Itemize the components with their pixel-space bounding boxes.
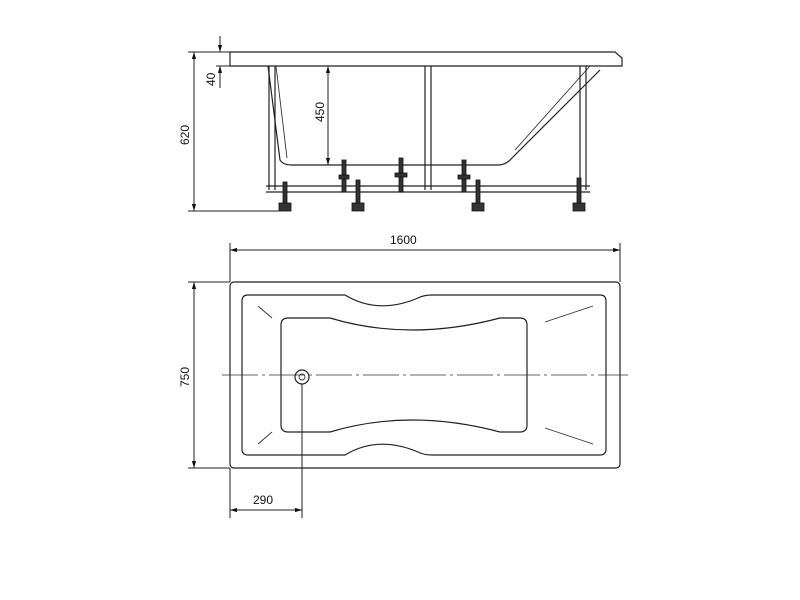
dimension-total-height: 620 — [178, 51, 282, 212]
dimension-label-290: 290 — [253, 493, 273, 507]
tub-basin — [280, 317, 528, 433]
corner-slope-lines — [257, 305, 594, 445]
drain-icon — [294, 369, 310, 385]
dimension-drain-offset: 290 — [229, 384, 303, 518]
tub-rim — [229, 51, 623, 67]
dimension-label-40: 40 — [204, 72, 218, 86]
frame-right-post — [579, 66, 587, 190]
dimension-label-450: 450 — [313, 102, 327, 122]
frame-middle-post — [424, 66, 432, 190]
dimension-label-620: 620 — [178, 125, 192, 145]
top-view: 1600 750 290 — [178, 233, 628, 518]
dimension-inner-depth: 450 — [313, 66, 331, 165]
dimension-length: 1600 — [229, 233, 621, 282]
tub-body-outline — [267, 65, 601, 166]
dimension-width: 750 — [178, 281, 230, 469]
adjustable-feet — [278, 157, 586, 212]
tub-inner-rim — [241, 294, 607, 456]
side-view: 40 450 620 — [178, 36, 623, 212]
dimension-rim-thickness: 40 — [204, 36, 232, 88]
dimension-label-750: 750 — [178, 367, 192, 387]
dimension-label-1600: 1600 — [390, 233, 417, 247]
frame-base-rail — [266, 185, 590, 193]
frame-left-post — [268, 66, 276, 190]
